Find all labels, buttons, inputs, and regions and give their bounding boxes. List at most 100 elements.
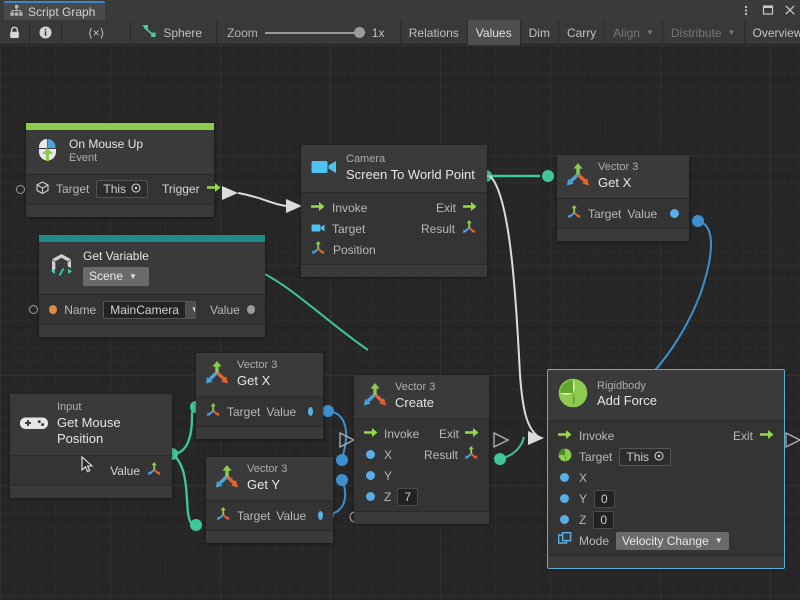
camera-port-icon[interactable] xyxy=(311,222,325,236)
value-label: Value xyxy=(209,302,240,317)
zoom-slider[interactable] xyxy=(264,27,365,39)
mode-dropdown[interactable]: Velocity Change ▼ xyxy=(616,531,729,550)
port-value-output[interactable] xyxy=(246,305,255,314)
vector3-port-icon[interactable] xyxy=(464,446,479,463)
z-label: Z xyxy=(579,512,587,527)
toolbar-button-carry[interactable]: Carry xyxy=(559,20,606,45)
port-target-input[interactable] xyxy=(16,184,25,194)
value-label: Value xyxy=(627,206,658,221)
zoom-control[interactable]: Zoom 1x xyxy=(217,20,401,45)
zoom-label: Zoom xyxy=(227,25,258,40)
flow-input-arrow-icon[interactable] xyxy=(311,201,325,215)
camera-icon xyxy=(311,158,337,179)
row-target-value: Target Value xyxy=(206,505,333,526)
port-value-output[interactable] xyxy=(318,511,323,520)
vector3-port-icon[interactable] xyxy=(311,241,326,258)
toolbar-button-label: Carry xyxy=(566,25,597,40)
node-title: Get X xyxy=(237,372,271,388)
toolbar-button-align[interactable]: Align ▼ xyxy=(605,20,663,45)
flow-input-arrow-icon[interactable] xyxy=(558,429,572,443)
variable-name-value: MainCamera xyxy=(104,301,185,318)
node-title-block: Vector 3 Get X xyxy=(598,161,638,191)
variable-scope-dropdown[interactable]: Scene ▼ xyxy=(83,267,149,286)
toolbar-button-values[interactable]: Values xyxy=(467,20,521,45)
vector3-port-icon[interactable] xyxy=(147,462,162,479)
node-footer xyxy=(10,485,172,499)
target-value-picker[interactable]: This xyxy=(96,180,149,199)
port-x-input[interactable] xyxy=(366,450,375,459)
z-label: Z xyxy=(384,489,392,504)
target-value-picker[interactable]: This xyxy=(619,447,672,466)
port-value-output[interactable] xyxy=(670,209,679,218)
z-value-field[interactable]: 7 xyxy=(397,487,419,506)
node-title: Create xyxy=(395,394,435,410)
node-subtitle: Vector 3 xyxy=(237,359,278,371)
vector3-port-icon[interactable] xyxy=(216,507,231,524)
graph-object-field[interactable]: Sphere xyxy=(131,20,218,45)
variable-scope-value: Scene xyxy=(89,269,124,283)
row-x: X xyxy=(548,467,784,488)
rigidbody-port-icon[interactable] xyxy=(558,448,572,465)
port-value-output[interactable] xyxy=(308,407,313,416)
toolbar-button-distribute[interactable]: Distribute ▼ xyxy=(663,20,745,45)
rigidbody-icon xyxy=(558,378,588,411)
y-label: Y xyxy=(579,491,588,506)
graph-canvas[interactable]: On Mouse Up Event Target This xyxy=(0,45,800,600)
value-label: Value xyxy=(266,404,297,419)
variable-name-field[interactable]: MainCamera ▼ xyxy=(103,300,196,319)
vector3-port-icon[interactable] xyxy=(206,403,221,420)
node-get-variable[interactable]: Get Variable Scene ▼ Name MainCamera ▼ xyxy=(29,235,265,337)
node-vector3-get-x-top[interactable]: Vector 3 Get X Target Value xyxy=(557,155,689,241)
chevron-down-icon[interactable]: ▼ xyxy=(184,301,195,318)
node-title-block: Vector 3 Create xyxy=(395,381,435,411)
kebab-menu-icon[interactable] xyxy=(739,4,752,17)
z-value: 0 xyxy=(600,512,608,527)
port-z-input[interactable] xyxy=(560,515,569,524)
close-icon[interactable] xyxy=(783,4,796,17)
node-input-get-mouse-position[interactable]: Input Get Mouse Position Value xyxy=(10,394,172,499)
node-vector3-get-x-mid[interactable]: Vector 3 Get X Target Value xyxy=(196,353,323,439)
target-picker-icon xyxy=(131,182,141,196)
z-value-field[interactable]: 0 xyxy=(593,510,615,529)
tab-script-graph[interactable]: Script Graph xyxy=(4,1,106,20)
toolbar-button-label: Distribute xyxy=(670,25,722,40)
info-icon[interactable] xyxy=(30,20,62,45)
vector3-port-icon[interactable] xyxy=(567,205,582,222)
lock-icon[interactable] xyxy=(0,20,30,45)
node-screen-to-world-point[interactable]: Camera Screen To World Point Invoke Exit xyxy=(301,145,487,277)
port-y-input[interactable] xyxy=(560,494,569,503)
y-value-field[interactable]: 0 xyxy=(594,489,615,508)
flow-input-arrow-icon[interactable] xyxy=(364,427,378,441)
node-title-block: Get Variable Scene ▼ xyxy=(83,249,149,286)
flow-output-arrow-icon[interactable] xyxy=(760,429,774,443)
node-vector3-create[interactable]: Vector 3 Create Invoke Exit xyxy=(354,375,489,524)
node-header: Vector 3 Create xyxy=(354,375,489,419)
node-body: Invoke Exit Target Result xyxy=(301,193,487,264)
toolbar-button-overview[interactable]: Overview xyxy=(745,20,800,45)
node-title-block: Rigidbody Add Force xyxy=(597,380,657,410)
row-z: Z 7 xyxy=(354,486,489,507)
row-invoke-exit: Invoke Exit xyxy=(301,197,487,218)
source-code-button[interactable]: ⟨×⟩ xyxy=(62,20,132,45)
flow-output-arrow-icon[interactable] xyxy=(206,182,221,196)
maximize-icon[interactable] xyxy=(761,4,774,17)
toolbar-button-dim[interactable]: Dim xyxy=(521,20,559,45)
exit-label: Exit xyxy=(435,200,456,215)
node-vector3-get-y[interactable]: Vector 3 Get Y Target Value xyxy=(206,457,333,543)
target-value: This xyxy=(626,449,650,464)
port-y-input[interactable] xyxy=(366,471,375,480)
flow-output-arrow-icon[interactable] xyxy=(465,427,479,441)
node-rigidbody-add-force[interactable]: Rigidbody Add Force Invoke Exit xyxy=(547,369,785,569)
port-name-input[interactable] xyxy=(29,305,38,314)
port-name-dot[interactable] xyxy=(49,305,58,314)
port-z-input[interactable] xyxy=(366,492,375,501)
row-target-value: Target Value xyxy=(557,203,689,224)
flow-output-arrow-icon[interactable] xyxy=(463,201,477,215)
target-label: Target xyxy=(579,449,613,464)
toolbar-button-relations[interactable]: Relations xyxy=(401,20,468,45)
zoom-slider-knob[interactable] xyxy=(353,27,365,38)
node-on-mouse-up[interactable]: On Mouse Up Event Target This xyxy=(16,123,221,217)
toolbar-button-label: Overview xyxy=(752,25,800,40)
vector3-port-icon[interactable] xyxy=(462,220,477,237)
port-x-input[interactable] xyxy=(560,473,569,482)
